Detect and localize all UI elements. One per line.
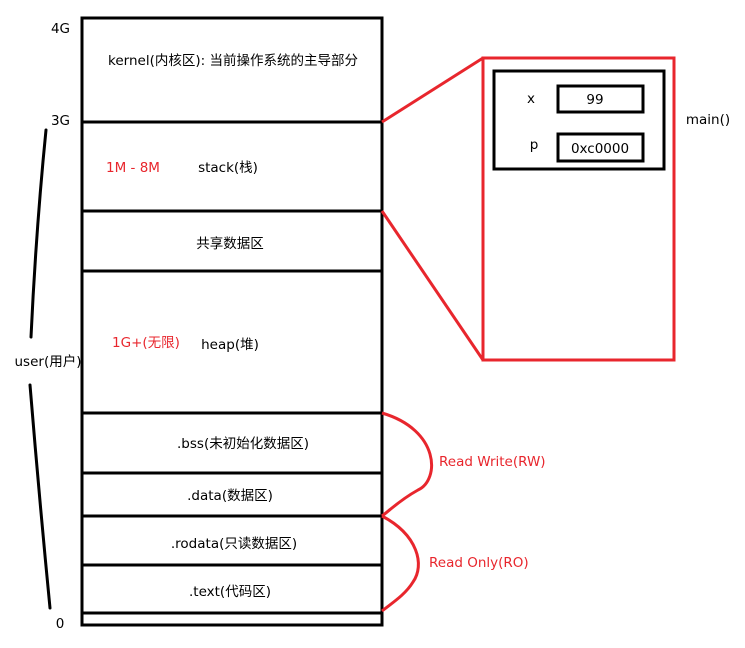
rodata-label: .rodata(只读数据区): [171, 536, 297, 552]
memory-column: [80, 16, 384, 627]
user-bracket-bottom: [28, 383, 52, 610]
stack-frame-box: [481, 56, 676, 362]
address-4g: 4G: [51, 21, 70, 37]
var-p-name: p: [530, 137, 539, 153]
rw-label: Read Write(RW): [439, 454, 546, 470]
main-frame: [492, 69, 666, 171]
var-x-box: [556, 84, 645, 114]
user-bracket-top: [29, 128, 48, 339]
main-frame-label: main(): [686, 112, 730, 128]
var-x-name: x: [527, 91, 535, 107]
stack-frame-pointer-top: [381, 56, 484, 124]
var-p-box: [556, 132, 645, 163]
data-label: .data(数据区): [187, 488, 273, 504]
rw-brace: [381, 411, 433, 518]
var-x-value: 99: [586, 92, 603, 108]
address-0: 0: [56, 616, 65, 632]
var-p-value: 0xc0000: [571, 141, 629, 157]
address-3g: 3G: [51, 113, 70, 129]
user-label: user(用户): [15, 353, 82, 370]
stack-label: stack(栈): [198, 160, 258, 176]
heap-label: heap(堆): [201, 337, 259, 353]
stack-frame-pointer-bottom: [380, 210, 485, 361]
text-segment-label: .text(代码区): [189, 584, 271, 600]
ro-brace: [381, 514, 420, 613]
kernel-label: kernel(内核区): 当前操作系统的主导部分: [108, 52, 358, 69]
bss-label: .bss(未初始化数据区): [177, 435, 309, 452]
stack-size-label: 1M - 8M: [106, 160, 160, 176]
ro-label: Read Only(RO): [429, 555, 529, 571]
shared-data-label: 共享数据区: [196, 235, 264, 252]
heap-size-label: 1G+(无限): [112, 335, 180, 351]
